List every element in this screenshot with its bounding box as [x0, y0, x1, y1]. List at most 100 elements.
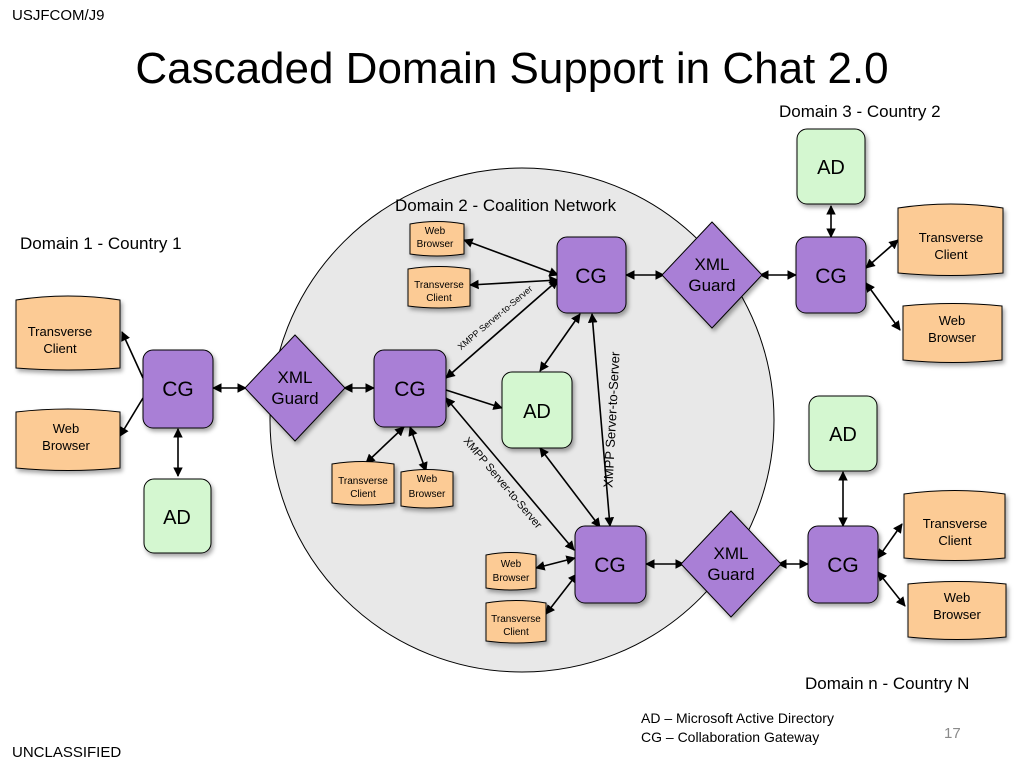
- svg-text:CG: CG: [815, 265, 847, 288]
- ad-node-d3: AD: [796, 128, 866, 205]
- transverse-client-d1: Transverse Client: [15, 295, 121, 371]
- svg-text:Transverse: Transverse: [28, 324, 93, 339]
- link-cg2-client: [365, 426, 405, 464]
- svg-text:XML: XML: [278, 368, 313, 387]
- xml-guard-2: XML Guard: [661, 221, 763, 329]
- link-cgn-browser: [877, 571, 906, 607]
- svg-text:CG: CG: [394, 378, 426, 401]
- svg-text:Guard: Guard: [707, 565, 754, 584]
- svg-text:Client: Client: [350, 489, 376, 500]
- svg-text:Web: Web: [425, 226, 446, 237]
- domain-2-label: Domain 2 - Coalition Network: [395, 196, 617, 215]
- cg-node-d3: CG: [795, 236, 867, 314]
- svg-text:AD: AD: [817, 157, 845, 179]
- transverse-client-coalition-2: Transverse Client: [331, 461, 395, 506]
- domain-n-label: Domain n - Country N: [805, 674, 970, 693]
- transverse-client-coalition-1: Transverse Client: [407, 266, 471, 309]
- svg-text:XML: XML: [695, 255, 730, 274]
- xml-guards: XML Guard XML Guard XML Guard: [244, 221, 782, 618]
- svg-text:Client: Client: [934, 247, 968, 262]
- link-cg3-cg4: [587, 313, 615, 527]
- svg-text:Browser: Browser: [493, 573, 530, 584]
- svg-text:AD: AD: [523, 401, 551, 423]
- legend: AD – Microsoft Active Directory CG – Col…: [641, 709, 834, 747]
- link-client-cg4: [545, 573, 578, 615]
- svg-text:Browser: Browser: [933, 607, 981, 622]
- svg-text:Guard: Guard: [271, 389, 318, 408]
- ad-node-d1: AD: [143, 478, 212, 554]
- svg-text:Web: Web: [944, 590, 971, 605]
- svg-text:CG: CG: [594, 554, 626, 577]
- svg-text:CG: CG: [162, 378, 194, 401]
- svg-text:Web: Web: [53, 421, 80, 436]
- transverse-client-d3: Transverse Client: [897, 203, 1004, 276]
- xml-guard-1: XML Guard: [244, 334, 346, 442]
- documents: Transverse Client Web Browser Web Browse…: [15, 203, 1007, 644]
- web-browser-d3: Web Browser: [902, 303, 1003, 363]
- cg-node-d1: CG: [142, 349, 214, 429]
- svg-text:Transverse: Transverse: [491, 614, 541, 625]
- ad-nodes: AD AD AD AD: [143, 128, 878, 554]
- svg-text:XML: XML: [714, 544, 749, 563]
- ad-node-coalition: AD: [501, 371, 573, 449]
- transverse-client-dn: Transverse Client: [903, 490, 1006, 561]
- slide-title: Cascaded Domain Support in Chat 2.0: [135, 44, 889, 93]
- svg-text:CG: CG: [575, 265, 607, 288]
- ad-node-dn: AD: [808, 395, 878, 472]
- svg-text:Browser: Browser: [417, 239, 454, 250]
- link-cg5-client: [865, 239, 899, 269]
- svg-text:AD: AD: [829, 424, 857, 446]
- svg-text:Transverse: Transverse: [338, 476, 388, 487]
- transverse-client-coalition-3: Transverse Client: [485, 600, 547, 644]
- link-cg2-cg3: [445, 279, 559, 379]
- svg-text:Client: Client: [43, 341, 77, 356]
- page-number: 17: [944, 725, 961, 742]
- svg-text:Browser: Browser: [409, 489, 446, 500]
- domain-3-label: Domain 3 - Country 2: [779, 102, 941, 121]
- svg-text:Web: Web: [417, 474, 438, 485]
- domain-1-label: Domain 1 - Country 1: [20, 234, 182, 253]
- xml-guard-3: XML Guard: [680, 510, 782, 618]
- cg-nodes: CG CG CG CG CG CG: [142, 236, 879, 604]
- classification-header: USJFCOM/J9: [12, 7, 105, 24]
- s2s-label-vertical: XMPP Server-to-Server: [600, 351, 622, 489]
- svg-text:Browser: Browser: [928, 330, 976, 345]
- connectors: [119, 205, 906, 615]
- link-cg2-browser: [408, 426, 428, 472]
- svg-text:Guard: Guard: [688, 276, 735, 295]
- svg-text:Web: Web: [939, 313, 966, 328]
- svg-text:Transverse: Transverse: [414, 280, 464, 291]
- link-cg5-browser: [865, 282, 901, 331]
- svg-text:Browser: Browser: [42, 438, 90, 453]
- web-browser-coalition-3: Web Browser: [485, 552, 537, 591]
- link-ad2-cg4: [539, 447, 601, 528]
- svg-text:AD: AD: [163, 507, 191, 529]
- svg-text:Transverse: Transverse: [919, 230, 984, 245]
- svg-text:Client: Client: [938, 533, 972, 548]
- svg-text:Transverse: Transverse: [923, 516, 988, 531]
- classification-footer: UNCLASSIFIED: [12, 744, 122, 761]
- link-d1client-cg1: [121, 331, 144, 379]
- cg-node-coalition-west: CG: [373, 349, 447, 428]
- link-browser-cg4: [535, 555, 576, 571]
- link-cgn-client: [877, 523, 903, 559]
- web-browser-coalition-2: Web Browser: [400, 469, 454, 509]
- link-cg2-ad2: [445, 389, 503, 410]
- link-browser-cg3: [463, 238, 559, 277]
- legend-ad: AD – Microsoft Active Directory: [641, 710, 834, 726]
- web-browser-dn: Web Browser: [907, 581, 1007, 640]
- svg-text:Client: Client: [426, 293, 452, 304]
- svg-text:Client: Client: [503, 627, 529, 638]
- cg-node-coalition-north: CG: [556, 236, 627, 314]
- link-d1browser-cg1: [119, 397, 144, 437]
- svg-text:Web: Web: [501, 559, 522, 570]
- svg-text:CG: CG: [827, 554, 859, 577]
- cg-node-coalition-south: CG: [574, 525, 647, 604]
- cg-node-dn: CG: [807, 525, 879, 604]
- web-browser-coalition-1: Web Browser: [409, 221, 465, 257]
- link-client-cg3: [469, 275, 559, 290]
- legend-cg: CG – Collaboration Gateway: [641, 729, 820, 745]
- web-browser-d1: Web Browser: [15, 408, 121, 471]
- link-cg3-ad2: [539, 313, 581, 372]
